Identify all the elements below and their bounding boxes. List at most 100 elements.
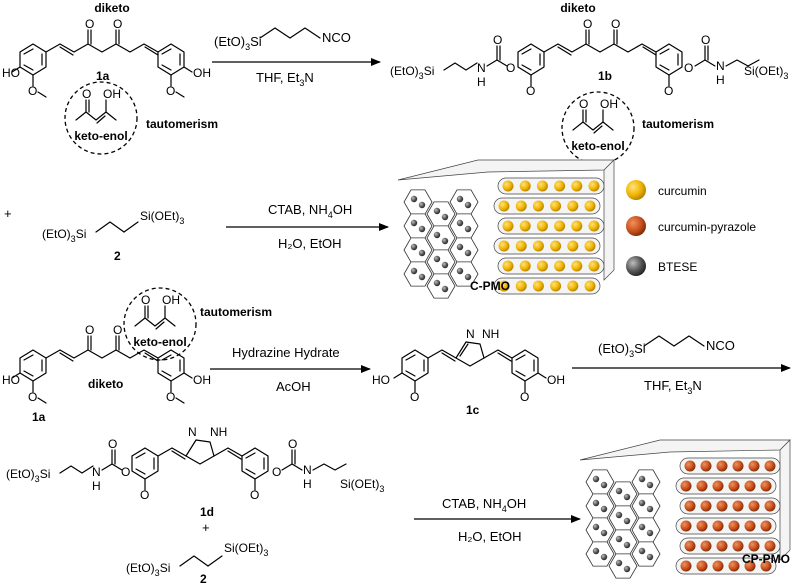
reaction-5-bottom: H₂O, EtOH (458, 529, 522, 544)
pore-cell (449, 213, 479, 239)
guest-molecule (760, 560, 772, 572)
btese-swatch (626, 256, 646, 276)
pore-cell (585, 541, 615, 567)
compound-2-bottom: + (EtO)3Si Si(OEt)3 2 (126, 520, 268, 585)
nh-group: NH (210, 425, 227, 439)
h-atom: H (92, 479, 101, 493)
siloxane-left: (EtO)3Si (42, 227, 86, 244)
guest-molecule (588, 180, 600, 192)
pore-cell (426, 201, 456, 227)
btese-bead (623, 517, 631, 525)
o-atom: O (166, 390, 175, 404)
pore-cell (585, 493, 615, 519)
plus-sign: + (4, 206, 12, 221)
btese-bead (456, 243, 464, 251)
o-atom: O (583, 17, 592, 31)
btese-bead (410, 267, 418, 275)
compound-1c: N NH HO O OH O 1c (372, 327, 565, 417)
btese-bead (418, 201, 426, 209)
siloxane-right: Si(OEt)3 (140, 209, 184, 226)
o-atom: O (701, 33, 710, 47)
oh-group: OH (193, 373, 211, 387)
btese-bead (600, 481, 608, 489)
guest-molecule (728, 520, 740, 532)
guest-molecule (532, 280, 544, 292)
pore-cell (449, 237, 479, 263)
btese-bead (592, 475, 600, 483)
pore-cell (608, 505, 638, 531)
guest-molecule (716, 500, 728, 512)
guest-molecule (567, 240, 579, 252)
n-atom: N (188, 425, 197, 439)
guest-molecule (712, 480, 724, 492)
guest-molecule (532, 240, 544, 252)
guest-molecule (567, 280, 579, 292)
compound-1b: diketo (EtO)3Si N H O O O O O O (390, 1, 788, 165)
reaction-3-bottom: AcOH (276, 379, 311, 394)
pore-channel (493, 237, 601, 255)
guest-molecule (684, 500, 696, 512)
guest-molecule (498, 200, 510, 212)
guest-molecule (764, 500, 776, 512)
guest-molecule (515, 280, 527, 292)
pore-channel (493, 197, 601, 215)
o-atom: O (579, 97, 588, 111)
compound-1d: (EtO)3Si N H O O O N NH O O O N H (6, 425, 384, 519)
pore-cell (426, 273, 456, 299)
compound-label-1c: 1c (466, 403, 480, 417)
compound-label-2: 2 (114, 249, 121, 263)
diketo-label-2: diketo (560, 1, 595, 15)
btese-bead (615, 559, 623, 567)
o-atom: O (684, 61, 693, 75)
o-atom: O (108, 437, 117, 451)
reaction-2-bottom: H₂O, EtOH (278, 236, 342, 251)
pore-cell (585, 517, 615, 543)
btese-bead (615, 511, 623, 519)
tautomerism-label-2: tautomerism (642, 117, 714, 131)
pore-cell (608, 481, 638, 507)
o-atom: O (113, 323, 122, 337)
pore-cell (403, 213, 433, 239)
compound-label-1a: 1a (96, 69, 110, 83)
guest-molecule (588, 220, 600, 232)
h-atom: H (477, 75, 486, 89)
reaction-3-top: Hydrazine Hydrate (232, 345, 340, 360)
btese-bead (623, 541, 631, 549)
o-atom: O (250, 488, 259, 502)
btese-bead (646, 553, 654, 561)
pore-cell (631, 517, 661, 543)
pore-channel (497, 217, 605, 235)
guest-molecule (712, 520, 724, 532)
oh-group: OH (103, 87, 121, 101)
reaction-arrow-3: Hydrazine Hydrate AcOH (210, 345, 371, 394)
guest-molecule (571, 220, 583, 232)
siloxane-right: Si(OEt)3 (340, 477, 384, 494)
guest-molecule (744, 520, 756, 532)
guest-molecule (700, 500, 712, 512)
btese-bead (638, 547, 646, 555)
btese-bead (456, 195, 464, 203)
guest-molecule (680, 560, 692, 572)
pore-cell (426, 249, 456, 275)
pore-cell (403, 237, 433, 263)
btese-bead (600, 529, 608, 537)
btese-bead (638, 523, 646, 531)
o-atom: O (113, 17, 122, 31)
guest-molecule (748, 460, 760, 472)
o-atom: O (493, 33, 502, 47)
o-atom: O (664, 84, 673, 98)
guest-molecule (519, 180, 531, 192)
siloxane-left: (EtO)3Si (390, 64, 434, 81)
ho-group: HO (2, 373, 20, 387)
oh-group: OH (162, 293, 180, 307)
diketo-label-3: diketo (88, 377, 123, 391)
n-atom: N (303, 463, 312, 477)
guest-molecule (554, 260, 566, 272)
btese-bead (592, 547, 600, 555)
legend-item-curcumin: curcumin (626, 180, 707, 200)
btese-bead (600, 505, 608, 513)
pore-cell (631, 541, 661, 567)
reaction-arrow-4: (EtO)3Si NCO THF, Et3N (572, 335, 791, 396)
guest-molecule (536, 180, 548, 192)
legend-item-curcumin-pyrazole: curcumin-pyrazole (626, 216, 756, 236)
